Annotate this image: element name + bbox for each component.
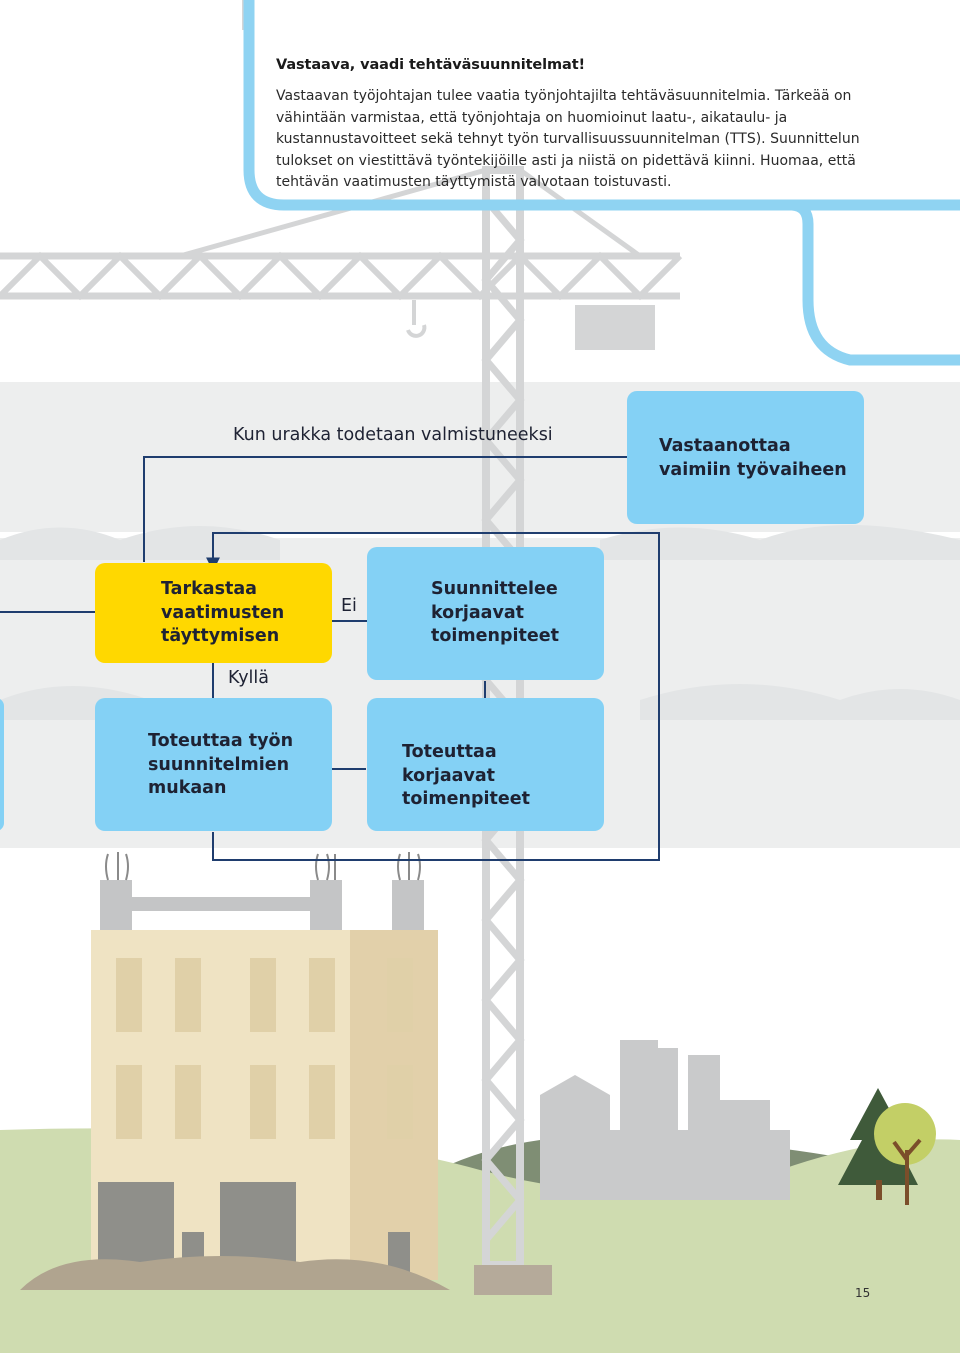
crane-counterweight (575, 305, 655, 350)
arrow-completion (143, 450, 646, 562)
node-accept-label: Vastaanottaa vaimiin työvaiheen (659, 436, 847, 480)
node-check-label: Tarkastaa vaatimusten täyttymisen (161, 579, 285, 646)
arrow-feedback-loop (206, 532, 660, 861)
node-do-fix-box (367, 698, 604, 831)
node-check-box (95, 563, 332, 663)
edge-label-completion: Kun urakka todetaan valmistuneeksi (233, 425, 553, 445)
node-execute-box (95, 698, 332, 831)
cloud-shape (600, 525, 960, 560)
node-accept-box (627, 391, 864, 524)
node-plan-fix-label: Suunnittelee korjaavat toimenpiteet (431, 579, 559, 646)
edge-label-yes: Kyllä (228, 668, 270, 688)
callout-outline (243, 0, 960, 366)
callout-title: Vastaava, vaadi tehtäväsuunnitelmat! (276, 57, 586, 73)
cloud-shape (0, 526, 280, 560)
cloud-shape (640, 684, 960, 720)
node-do-fix-label: Toteuttaa korjaavat toimenpiteet (402, 742, 530, 809)
node-execute-label: Toteuttaa työn suunnitelmien mukaan (148, 731, 294, 798)
tree-round (874, 1103, 936, 1205)
crane-base (474, 1265, 552, 1295)
node-plan-fix-box (367, 547, 604, 680)
offscreen-box-edge (0, 698, 4, 831)
city-silhouette (540, 1040, 790, 1200)
building-under-construction (20, 852, 450, 1290)
page-number: 15 (855, 1286, 871, 1300)
edge-label-no: Ei (341, 596, 357, 616)
callout-body: Vastaavan työjohtajan tulee vaatia työnj… (276, 88, 860, 190)
